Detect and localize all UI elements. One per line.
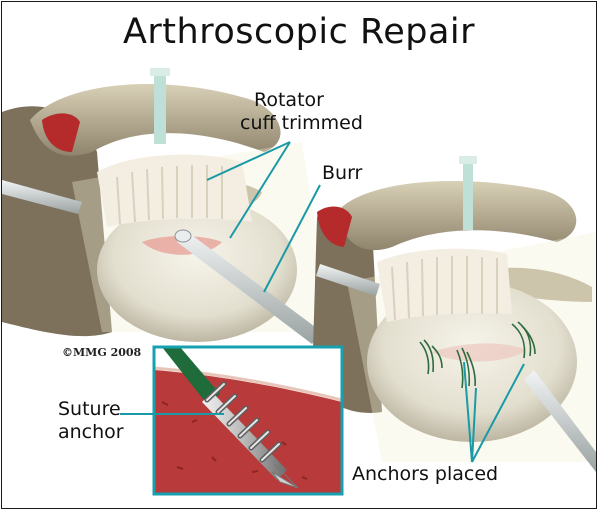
suture-anchor-label-line1: Suture	[58, 398, 124, 421]
burr-tip	[175, 230, 191, 242]
copyright-notice: ©MMG 2008	[62, 346, 141, 359]
right-rotator-cuff	[377, 249, 512, 322]
suture-anchor-inset	[154, 347, 342, 494]
rotator-cuff-label-line2: cuff trimmed	[240, 112, 363, 135]
rotator-cuff-label-line1: Rotator	[240, 89, 363, 112]
diagram-title: Arthroscopic Repair	[2, 12, 596, 52]
rotator-cuff-label: Rotator cuff trimmed	[240, 89, 363, 135]
suture-anchor-label: Suture anchor	[58, 398, 124, 444]
left-scope-tube	[154, 72, 166, 144]
right-acromion	[337, 181, 576, 250]
anchors-placed-label: Anchors placed	[352, 463, 498, 486]
right-scope-tube	[463, 160, 473, 230]
burr-label: Burr	[322, 162, 362, 185]
left-scope-cap	[150, 68, 170, 76]
right-shoulder	[312, 156, 596, 472]
right-scope-cap	[459, 156, 477, 164]
suture-anchor-label-line2: anchor	[58, 421, 124, 444]
